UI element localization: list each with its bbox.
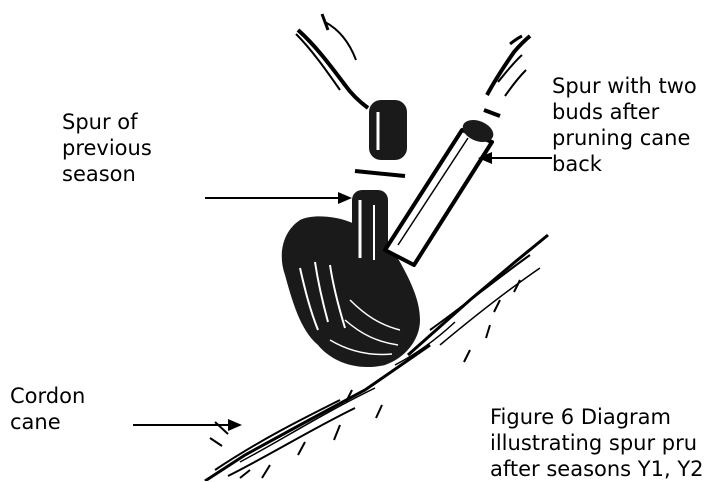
figure-caption-line: illustrating spur pru — [490, 430, 704, 456]
figure-caption-line: after seasons Y1, Y2 — [490, 456, 704, 482]
arrow-previous-spur — [205, 192, 352, 204]
previous-spur-label-line: season — [62, 161, 152, 187]
previous-spur-label-line: Spur of — [62, 109, 152, 135]
new-spur-label-line: back — [552, 151, 697, 177]
arrow-new-spur — [478, 152, 552, 164]
cordon-cane-label: Cordon cane — [10, 383, 85, 435]
figure-caption-line: Figure 6 Diagram — [490, 404, 704, 430]
new-spur-label-line: Spur with two — [552, 73, 697, 99]
figure-caption: Figure 6 Diagram illustrating spur pru a… — [490, 404, 704, 482]
new-spur-label-line: pruning cane — [552, 125, 697, 151]
removed-cane-section — [369, 100, 407, 160]
cordon-cane-label-line: cane — [10, 409, 85, 435]
previous-spur-label-line: previous — [62, 135, 152, 161]
upper-canes — [296, 14, 530, 108]
previous-spur-label: Spur of previous season — [62, 109, 152, 187]
arrow-cordon — [133, 419, 242, 431]
new-spur-label-line: buds after — [552, 99, 697, 125]
new-spur-label: Spur with two buds after pruning cane ba… — [552, 73, 697, 177]
cordon-cane-label-line: Cordon — [10, 383, 85, 409]
